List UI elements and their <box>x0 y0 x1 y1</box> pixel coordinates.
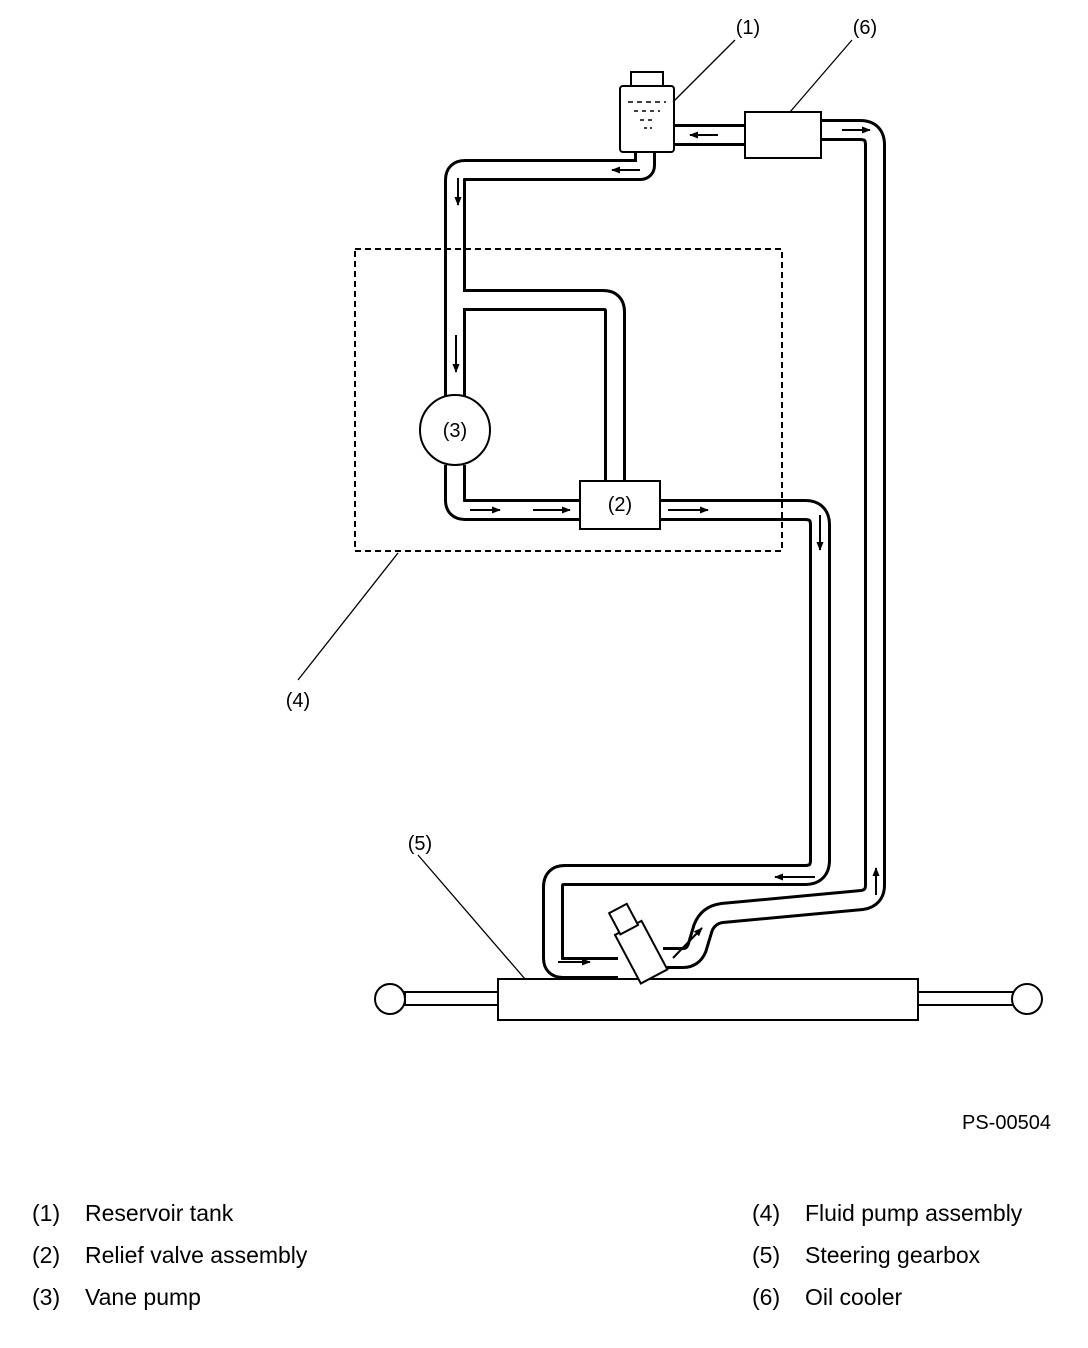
legend-number: (4) <box>752 1200 781 1226</box>
gearbox-return-line <box>663 119 886 969</box>
legend-label: Relief valve assembly <box>85 1242 308 1268</box>
legend-item: (6) Oil cooler <box>752 1276 1022 1318</box>
legend-item: (1) Reservoir tank <box>32 1192 307 1234</box>
legend-number: (5) <box>752 1242 781 1268</box>
fluid-pump-assembly-boundary <box>354 248 783 552</box>
relief-valve-assembly <box>579 480 661 530</box>
legend-number: (2) <box>32 1242 61 1268</box>
relief-valve-callout: (2) <box>608 494 632 516</box>
figure-id: PS-00504 <box>962 1112 1051 1134</box>
reservoir-tank-callout: (1) <box>736 17 760 39</box>
leader-lines <box>297 39 853 980</box>
steering-gearbox <box>374 902 1043 1021</box>
legend-label: Reservoir tank <box>85 1200 234 1226</box>
legend-number: (3) <box>32 1284 61 1310</box>
legend-number: (1) <box>32 1200 61 1226</box>
flow-arrow <box>672 927 703 959</box>
legend-number: (6) <box>752 1284 781 1310</box>
legend-item: (5) Steering gearbox <box>752 1234 1022 1276</box>
flow-arrows <box>452 126 880 966</box>
legend-label: Steering gearbox <box>805 1242 981 1268</box>
oil-cooler-callout: (6) <box>853 17 877 39</box>
fluid-pump-assembly-callout: (4) <box>286 690 310 712</box>
fluid-pipes <box>444 119 886 979</box>
vane-pump <box>419 394 491 466</box>
vane-pump-callout: (3) <box>443 420 467 442</box>
legend-label: Oil cooler <box>805 1284 903 1310</box>
legend-right-column: (4) Fluid pump assembly (5) Steering gea… <box>752 1192 1022 1318</box>
reservoir-tank <box>619 71 675 153</box>
oil-cooler <box>744 111 822 159</box>
legend-label: Vane pump <box>85 1284 201 1310</box>
legend-label: Fluid pump assembly <box>805 1200 1023 1226</box>
legend-item: (2) Relief valve assembly <box>32 1234 307 1276</box>
steering-gearbox-callout: (5) <box>408 833 432 855</box>
legend-left-column: (1) Reservoir tank (2) Relief valve asse… <box>32 1192 307 1318</box>
legend-item: (3) Vane pump <box>32 1276 307 1318</box>
legend-item: (4) Fluid pump assembly <box>752 1192 1022 1234</box>
